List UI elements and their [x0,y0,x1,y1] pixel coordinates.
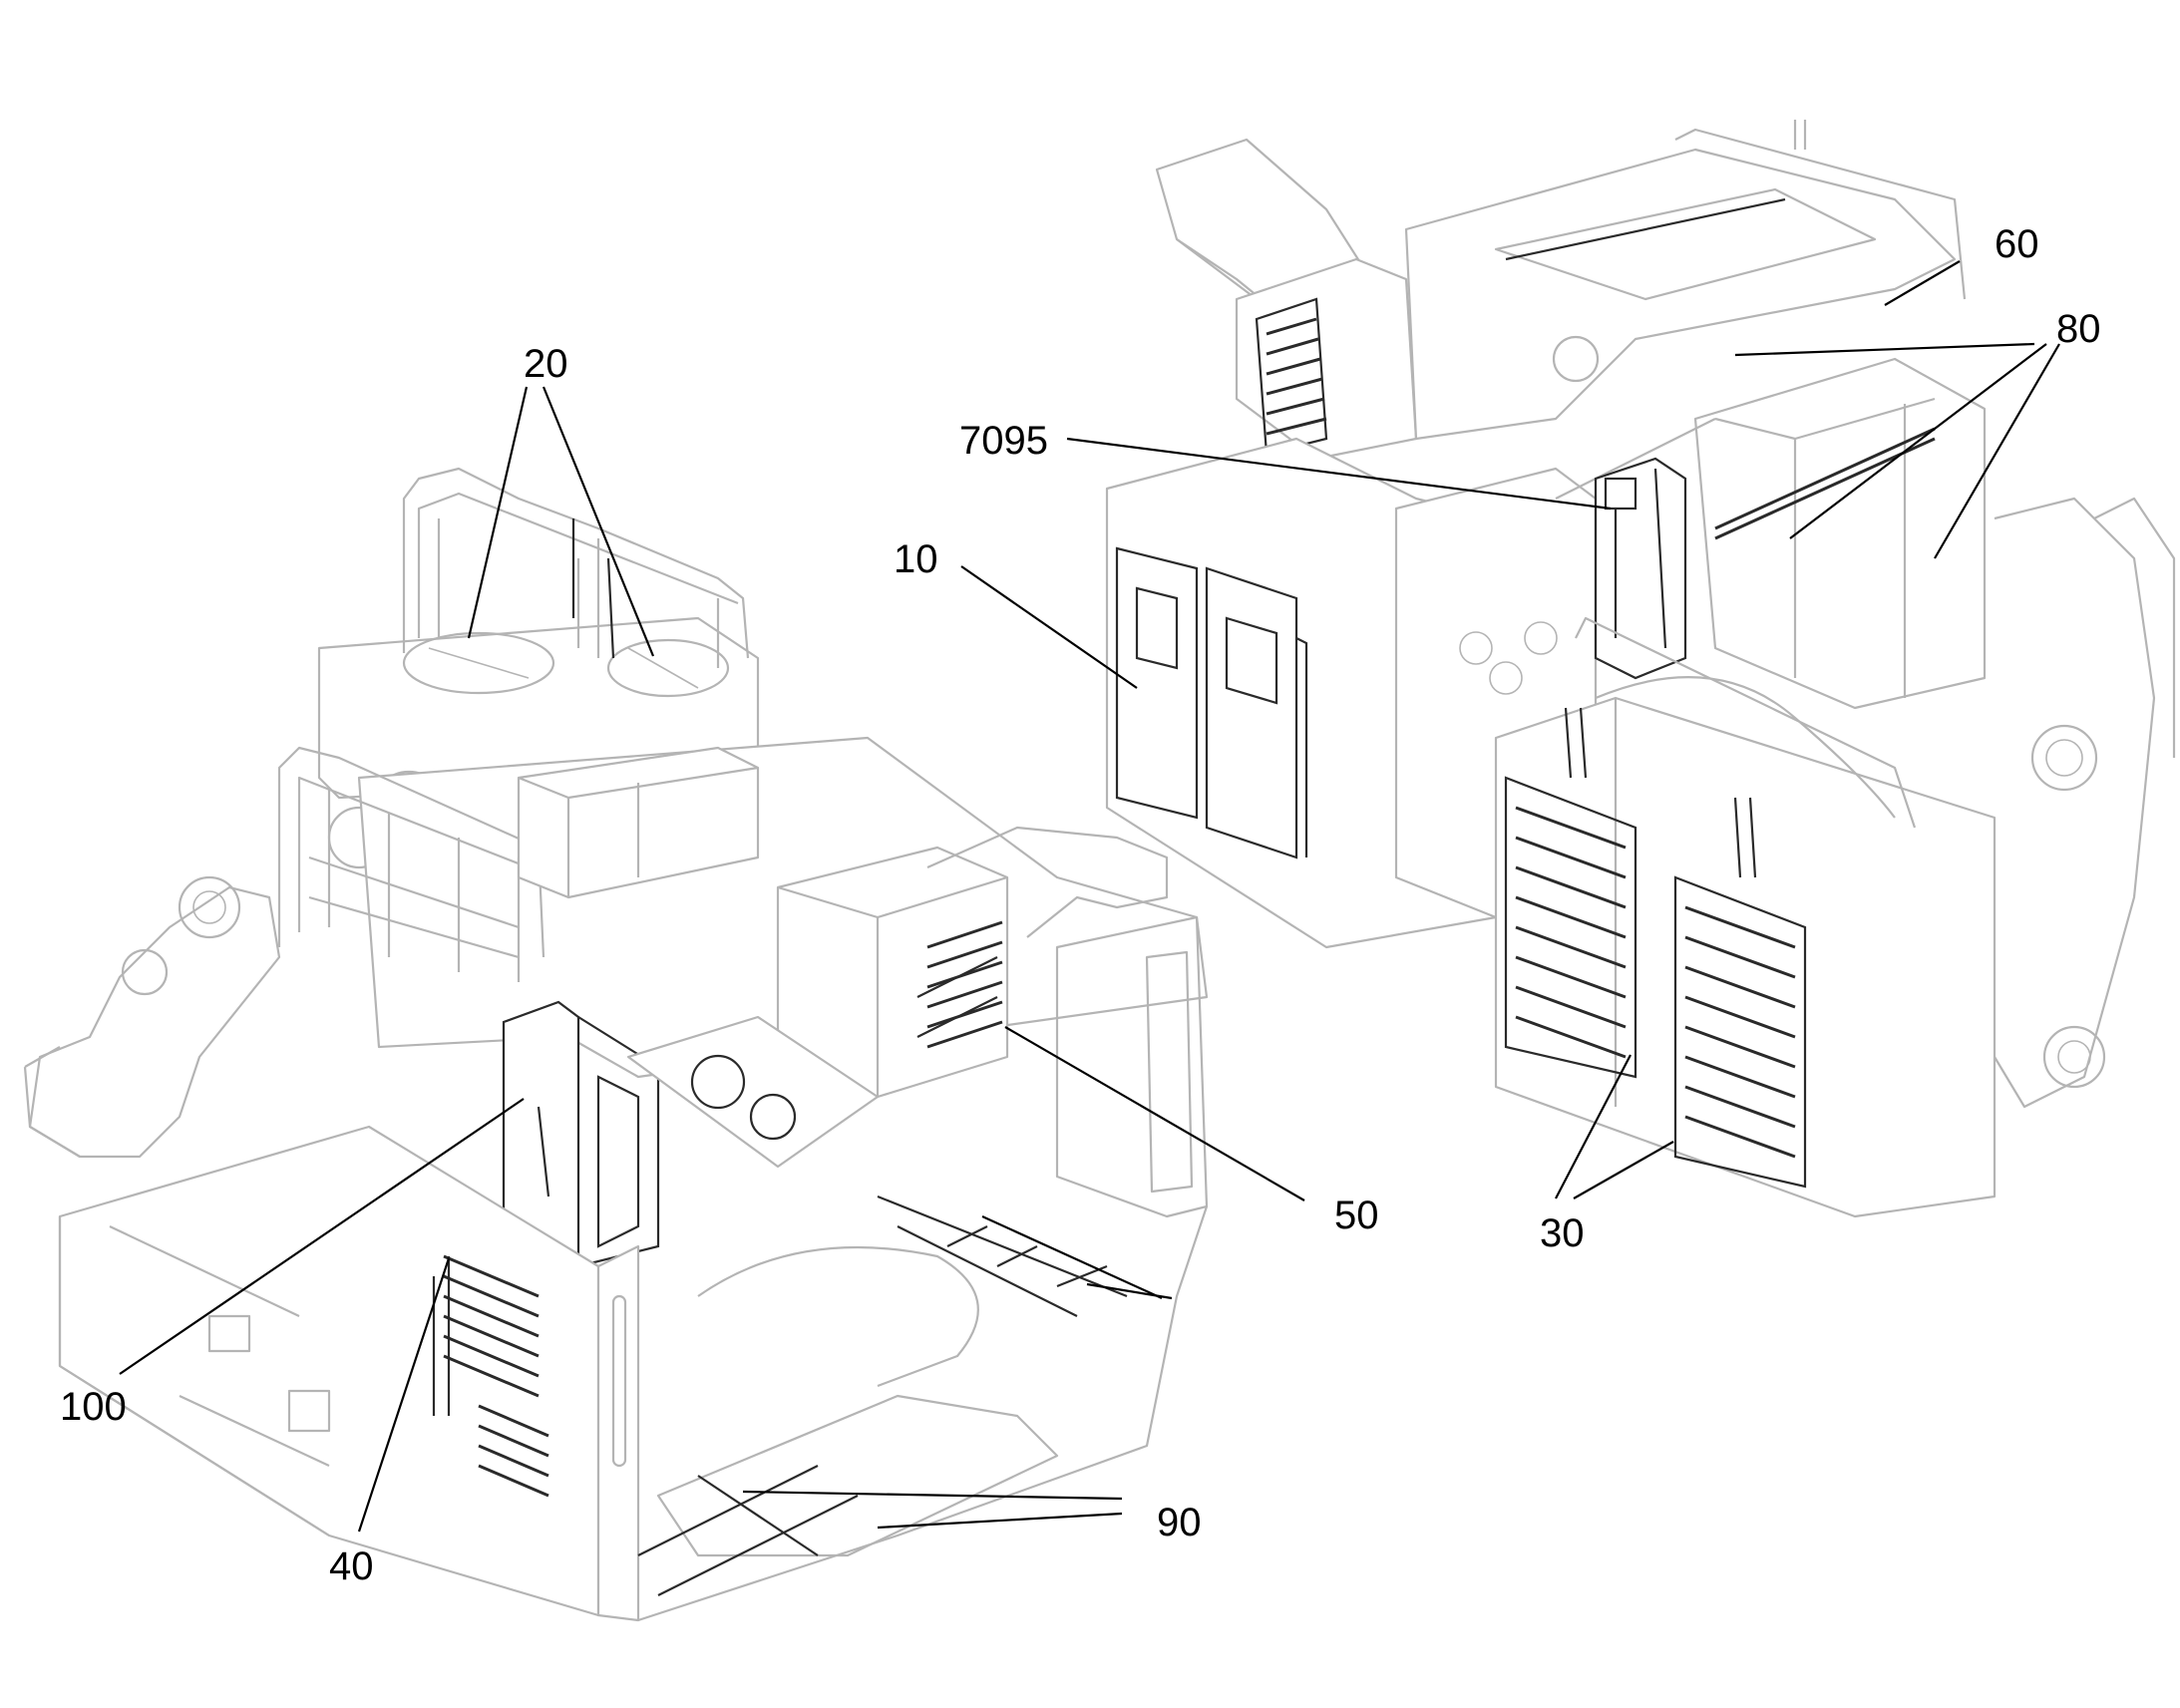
perforated-panel [1255,297,1328,456]
right-assembly [1105,120,2176,1218]
callout-100: 100 [60,1385,127,1429]
callout-30: 30 [1540,1211,1585,1255]
callout-labels: 20 60 80 7095 10 50 30 100 40 90 [60,222,2101,1588]
left-assembly [23,467,1209,1622]
rear-grille-right [1673,875,1807,1189]
rear-doors [1115,546,1308,859]
front-grille-40 [443,1254,549,1498]
callout-20: 20 [524,342,568,386]
callout-7095: 7095 [959,419,1048,463]
callout-40: 40 [329,1544,374,1588]
callout-60: 60 [1995,222,2039,266]
leader-lines [119,260,2060,1533]
callout-10: 10 [894,537,938,581]
callout-50: 50 [1334,1194,1379,1237]
rear-grille-left [1504,776,1637,1079]
ventilation-grille [926,920,1003,1049]
callout-90: 90 [1157,1501,1202,1544]
crossmember-90 [637,1195,1128,1596]
callout-80: 80 [2056,307,2101,351]
